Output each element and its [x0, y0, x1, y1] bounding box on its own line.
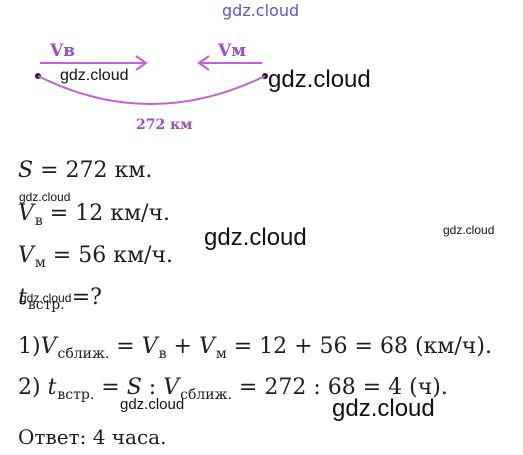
given-distance: S = 272 км. [18, 158, 153, 183]
arrow-right-head [135, 55, 148, 71]
speed-right-label: Vм [217, 41, 246, 61]
arrow-left-head [197, 55, 210, 71]
given-speed-m: Vм = 56 км/ч. [18, 243, 174, 271]
watermark-small-1: gdz.cloud [19, 190, 71, 204]
motion-diagram: Vв Vм 272 км [35, 41, 268, 133]
watermark-diagram-left: gdz.cloud [60, 67, 129, 84]
speed-left-label: Vв [49, 41, 75, 61]
watermark-right-small: gdz.cloud [443, 223, 495, 237]
watermark-small-2: gdz.cloud [20, 291, 72, 305]
distance-label: 272 км [136, 117, 192, 133]
watermark-mid: gdz.cloud [204, 224, 307, 251]
answer: Ответ: 4 часа. [18, 425, 167, 449]
watermark-step2: gdz.cloud [120, 396, 185, 413]
find-time: tвстр. =? [18, 285, 102, 313]
step-2: 2) tвстр. = S : Vсближ. = 272 : 68 = 4 (… [18, 375, 448, 403]
step-1: 1)Vсближ. = Vв + Vм = 12 + 56 = 68 (км/ч… [18, 334, 492, 362]
watermark-diagram-right: gdz.cloud [268, 66, 371, 93]
distance-arc [37, 75, 266, 105]
watermark-top: gdz.cloud [222, 1, 300, 20]
given-speed-v: Vв = 12 км/ч. [18, 201, 171, 229]
watermark-bottom-right: gdz.cloud [332, 395, 435, 422]
